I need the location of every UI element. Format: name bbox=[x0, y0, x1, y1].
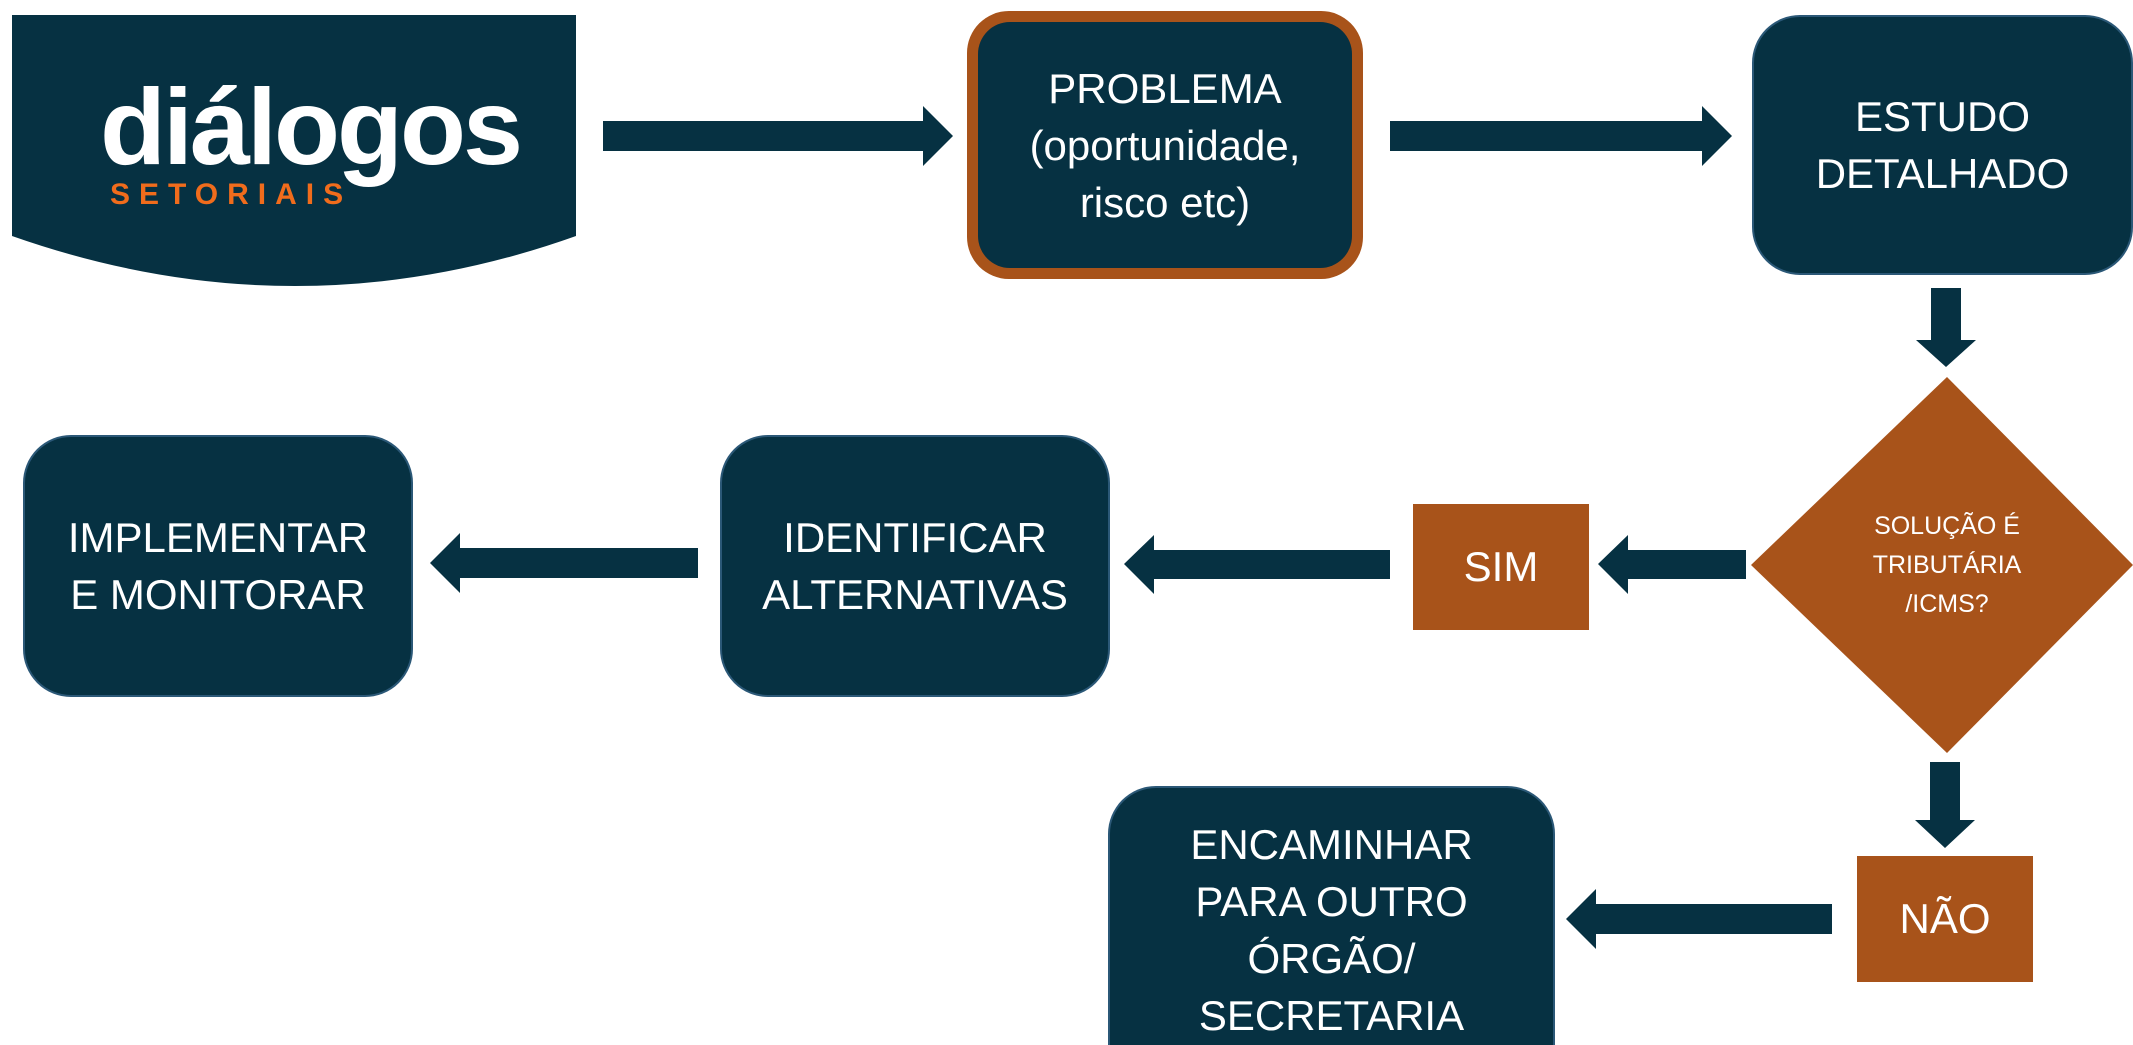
arrow-no-to-forward bbox=[1566, 889, 1832, 949]
arrow-study-to-decision bbox=[1916, 288, 1976, 367]
forward-box: ENCAMINHAR PARA OUTRO ÓRGÃO/ SECRETARIA bbox=[1108, 786, 1555, 1045]
decision-diamond bbox=[1751, 377, 2133, 753]
arrow-identify-to-implement bbox=[430, 533, 698, 593]
decision-label: SOLUÇÃO É TRIBUTÁRIA /ICMS? bbox=[1872, 511, 2022, 618]
logo-wordmark: diálogos bbox=[100, 66, 523, 187]
arrow-decision-to-no bbox=[1915, 762, 1975, 848]
no-label: NÃO bbox=[1899, 895, 1991, 942]
problem-box: PROBLEMA (oportunidade, risco etc) bbox=[978, 22, 1352, 268]
arrow-yes-to-identify bbox=[1124, 535, 1390, 594]
logo-subtitle: SETORIAIS bbox=[110, 178, 353, 211]
yes-box: SIM bbox=[1413, 504, 1589, 630]
arrow-problem-to-study bbox=[1390, 106, 1732, 166]
no-box: NÃO bbox=[1857, 856, 2033, 982]
identify-label: IDENTIFICAR ALTERNATIVAS bbox=[762, 514, 1068, 618]
logo-banner bbox=[12, 15, 576, 286]
study-label: ESTUDO DETALHADO bbox=[1815, 93, 2070, 197]
forward-label: ENCAMINHAR PARA OUTRO ÓRGÃO/ SECRETARIA bbox=[1190, 820, 1473, 1039]
arrow-logo-to-problem bbox=[603, 106, 953, 166]
implement-box: IMPLEMENTAR E MONITORAR bbox=[23, 435, 413, 697]
implement-label: IMPLEMENTAR E MONITORAR bbox=[67, 514, 369, 618]
arrow-decision-to-yes bbox=[1598, 535, 1746, 594]
identify-box: IDENTIFICAR ALTERNATIVAS bbox=[720, 435, 1110, 697]
problem-label: PROBLEMA (oportunidade, risco etc) bbox=[1029, 64, 1301, 226]
yes-label: SIM bbox=[1463, 543, 1539, 590]
study-box: ESTUDO DETALHADO bbox=[1752, 15, 2133, 275]
